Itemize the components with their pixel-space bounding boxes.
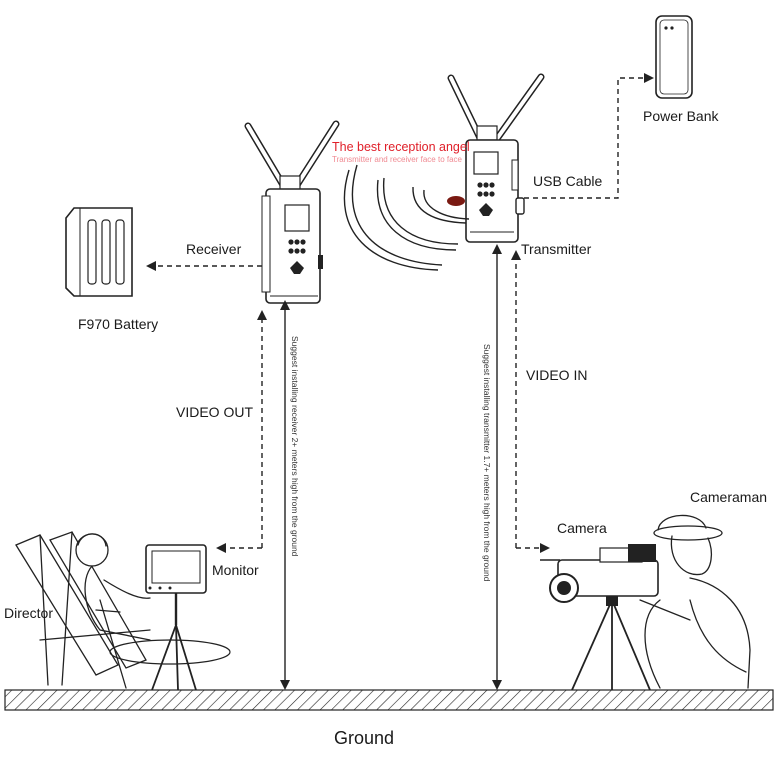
- height-arrows: [280, 244, 502, 690]
- ground-label: Ground: [334, 728, 395, 748]
- reception-angle-title: The best reception angel: [332, 140, 470, 154]
- transmitter-label: Transmitter: [521, 241, 592, 257]
- usb-cable-label: USB Cable: [533, 173, 603, 189]
- monitor-label: Monitor: [212, 562, 259, 578]
- signal-waves: [343, 164, 470, 271]
- video-out-label: VIDEO OUT: [176, 404, 254, 420]
- receiver-height-note: Suggest installing receiver 2+ meters hi…: [290, 336, 300, 557]
- monitor-device: [109, 544, 231, 691]
- reception-angle-note: Transmitter and receiver face to face: [332, 155, 462, 164]
- connection-lines: [146, 73, 654, 553]
- cameraman-figure: [639, 514, 751, 689]
- director-figure: [15, 531, 151, 689]
- power-bank-label: Power Bank: [643, 108, 719, 124]
- receiver-device: [244, 120, 340, 304]
- video-in-label: VIDEO IN: [526, 367, 588, 383]
- battery: [65, 207, 133, 297]
- cameraman-label: Cameraman: [690, 489, 768, 505]
- transmitter-device: [447, 73, 545, 243]
- camera-device: [540, 544, 659, 691]
- ground-strip: [4, 689, 774, 711]
- director-label: Director: [4, 605, 54, 621]
- receiver-label: Receiver: [186, 241, 242, 257]
- battery-label: F970 Battery: [78, 316, 159, 332]
- transmitter-height-note: Suggest installing transmitter 1.7+ mete…: [482, 344, 492, 582]
- camera-label: Camera: [557, 520, 607, 536]
- power-bank: [655, 15, 693, 99]
